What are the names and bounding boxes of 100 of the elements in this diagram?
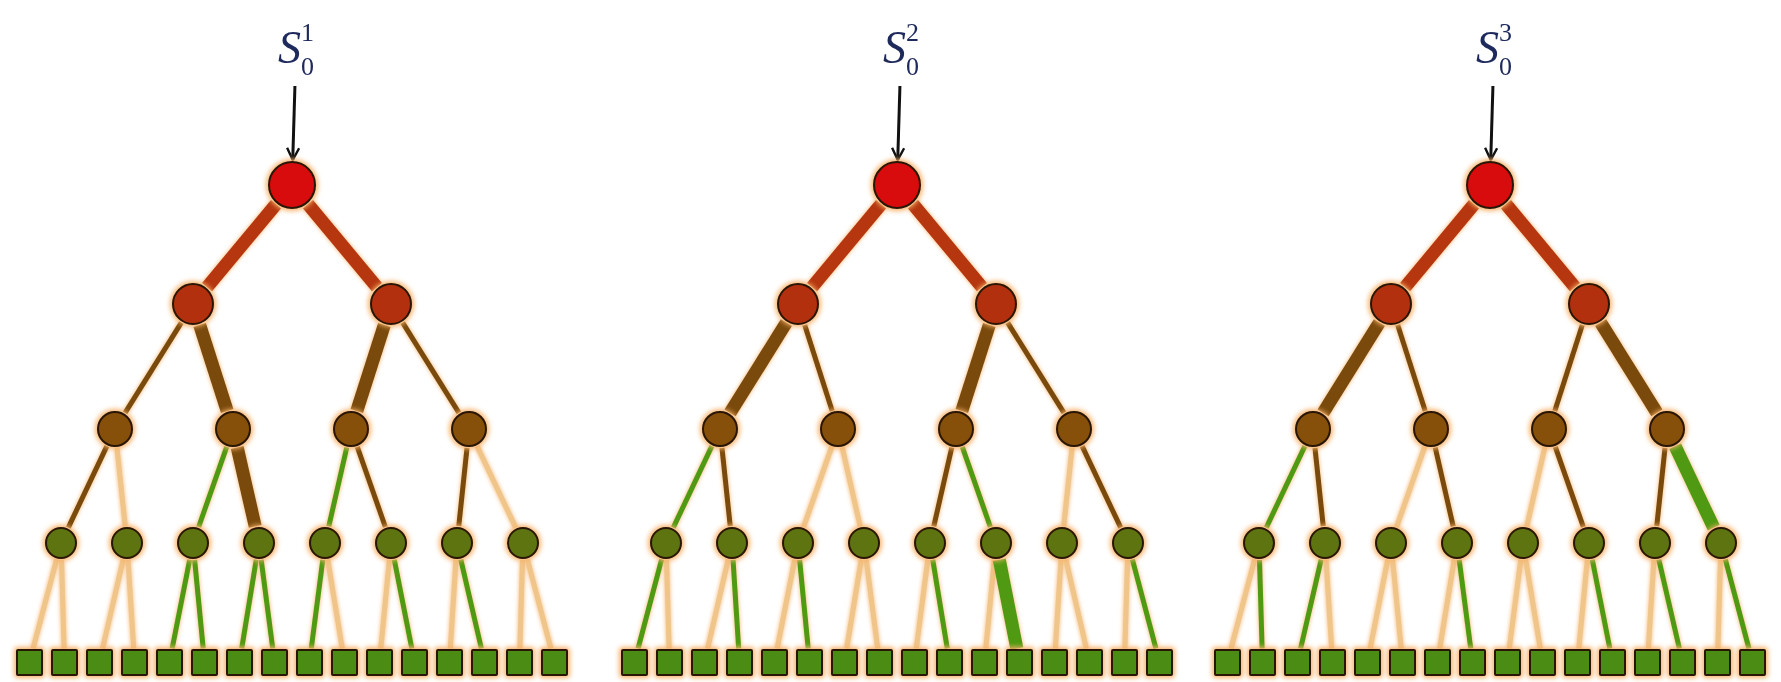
leaf-square — [761, 648, 788, 676]
leaf-square — [621, 648, 648, 676]
tree-branch — [931, 446, 955, 527]
leaf-square — [1494, 648, 1521, 676]
tree-branch — [474, 445, 518, 529]
tree-branch — [1390, 559, 1404, 649]
tree-node-circle — [507, 527, 539, 559]
leaf-square — [51, 648, 78, 676]
leaf-square — [471, 648, 498, 676]
tree-branch — [1367, 559, 1391, 649]
leaf-square — [1529, 648, 1556, 676]
tree-branch — [839, 446, 863, 527]
tree-node-circle — [1375, 527, 1407, 559]
tree-branch — [705, 559, 731, 650]
tree-branch — [66, 445, 110, 529]
leaf-square — [1669, 648, 1696, 676]
leaf-square — [726, 648, 753, 676]
tree-branch — [1228, 558, 1258, 650]
tree-node-circle — [1531, 411, 1567, 447]
tree-branch — [1063, 559, 1089, 650]
tree-node-circle — [177, 527, 209, 559]
leaf-square — [506, 648, 533, 676]
leaf-square — [901, 648, 928, 676]
leaf-square — [541, 648, 568, 676]
tree-node-circle — [1573, 527, 1605, 559]
leaf-square — [436, 648, 463, 676]
tree-branch — [1298, 559, 1324, 650]
tree-node-circle — [215, 411, 251, 447]
tree-node-circle — [1466, 161, 1514, 209]
leaf-square — [1076, 648, 1103, 676]
leaf-square — [226, 648, 253, 676]
leaf-square — [1111, 648, 1138, 676]
tree-node-circle — [1413, 411, 1449, 447]
tree-branch — [1576, 559, 1590, 649]
leaf-square — [691, 648, 718, 676]
tree-branch — [719, 447, 733, 527]
tree-branch — [664, 559, 672, 649]
leaf-square — [121, 648, 148, 676]
tree-branch — [308, 559, 326, 649]
tree-node-circle — [172, 283, 214, 325]
tree-branch — [202, 200, 281, 292]
tree-node-circle — [375, 527, 407, 559]
tree-branch — [1323, 559, 1335, 649]
tree-branch — [913, 559, 931, 649]
leaf-square — [1249, 648, 1276, 676]
leaf-square — [1389, 648, 1416, 676]
tree-node-circle — [1056, 411, 1092, 447]
tree-node-circle — [1370, 283, 1412, 325]
tree-branch — [1052, 559, 1064, 649]
tree-branch — [59, 559, 67, 649]
tree-branch — [230, 446, 262, 528]
tree-branch — [326, 446, 350, 527]
leaf-square — [1006, 648, 1033, 676]
tree-branch — [1395, 324, 1428, 412]
tree-branch — [1501, 200, 1580, 292]
tree-branch — [456, 447, 470, 527]
tree-branch — [378, 559, 392, 649]
tree-branch — [1437, 559, 1457, 649]
tree-branch — [125, 559, 137, 649]
tree-branch — [1506, 559, 1524, 649]
tree-branch — [325, 559, 345, 649]
tree-branch — [1669, 443, 1720, 531]
leaf-square — [1354, 648, 1381, 676]
leaf-square — [1634, 648, 1661, 676]
tree-branch — [447, 559, 459, 649]
tree-node-circle — [370, 283, 412, 325]
tree-branch — [1523, 559, 1543, 649]
leaf-square — [191, 648, 218, 676]
leaf-square — [1284, 648, 1311, 676]
tree-node-circle — [975, 283, 1017, 325]
tree-node-circle — [309, 527, 341, 559]
tree-branch — [635, 558, 665, 650]
tree-branch — [955, 323, 996, 413]
tree-branch — [1645, 559, 1657, 649]
tree-node-circle — [1309, 527, 1341, 559]
leaf-square — [656, 648, 683, 676]
tree-branch — [1079, 445, 1123, 529]
leaf-square — [156, 648, 183, 676]
tree-node-circle — [650, 527, 682, 559]
tree-node-circle — [97, 411, 133, 447]
leaf-square — [296, 648, 323, 676]
tree-node-circle — [702, 411, 738, 447]
tree-branch — [196, 446, 230, 528]
tree-branch — [1722, 558, 1752, 650]
tree-node-circle — [716, 527, 748, 559]
tree-branch — [114, 447, 128, 527]
tree-branch — [1257, 559, 1265, 649]
leaf-square — [1739, 648, 1766, 676]
arrow — [285, 85, 301, 162]
tree-node-circle — [848, 527, 880, 559]
tree-branch — [992, 558, 1024, 650]
tree-branch — [30, 558, 60, 650]
tree-branch — [100, 559, 126, 650]
leaf-square — [1214, 648, 1241, 676]
tree-node-circle — [1639, 527, 1671, 559]
tree-branch — [303, 200, 382, 292]
leaf-square — [1146, 648, 1173, 676]
tree-branch — [239, 559, 259, 649]
leaf-square — [261, 648, 288, 676]
tree-branch — [1715, 559, 1723, 649]
